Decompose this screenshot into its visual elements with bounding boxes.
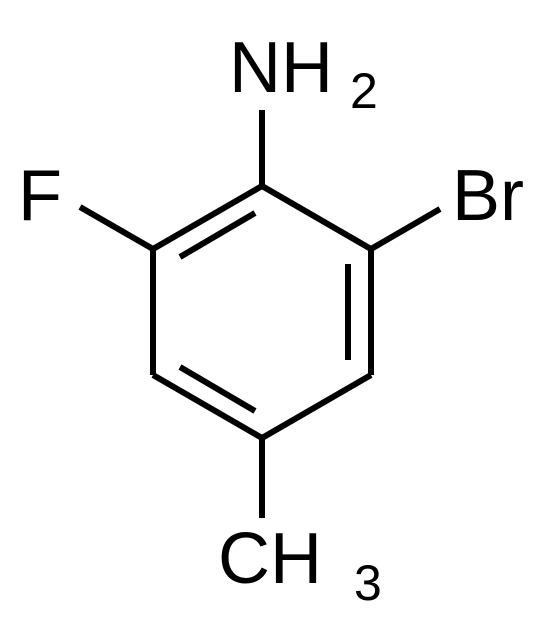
ring-bond-c6-c1 [260, 183, 373, 252]
amine-subscript: 2 [350, 63, 378, 119]
double-bond-inner-c1-c2 [178, 210, 257, 260]
ring-bond-c1-c2 [151, 183, 264, 252]
benzene-ring [150, 183, 374, 441]
methyl-symbol: CH [218, 519, 322, 599]
amine-label: NH 2 [229, 28, 378, 119]
ring-double-bonds [178, 210, 351, 414]
ring-bond-c4-c5 [260, 372, 373, 441]
bond-to-fluorine [78, 204, 155, 252]
methyl-label: CH 3 [218, 519, 382, 611]
ring-bond-c3-c4 [151, 372, 264, 441]
amine-symbol: NH [229, 28, 333, 108]
bond-to-bromine [369, 206, 442, 252]
fluorine-label: F [18, 156, 62, 236]
double-bond-inner-c3-c4 [178, 364, 257, 414]
methyl-subscript: 3 [354, 555, 382, 611]
bromine-label: Br [452, 156, 524, 236]
substituent-bonds [78, 110, 442, 518]
